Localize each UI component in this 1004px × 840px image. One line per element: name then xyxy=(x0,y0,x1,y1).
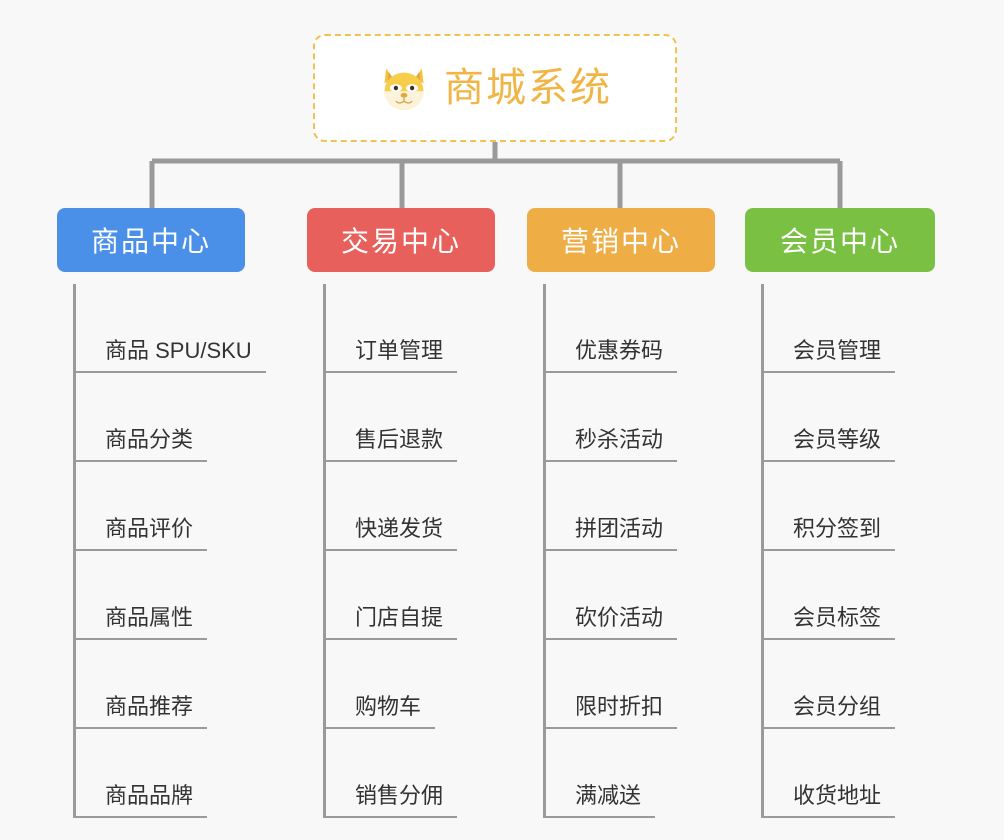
leaf-label: 商品分类 xyxy=(73,429,208,462)
leaf-label: 秒杀活动 xyxy=(543,429,678,462)
leaf-label: 收货地址 xyxy=(761,785,896,818)
branch-商品中心: 商品中心 商品 SPU/SKU 商品分类 商品评价 商品属性 商品推荐 商品品牌 xyxy=(57,208,266,818)
leaf-label: 订单管理 xyxy=(323,340,458,373)
leaf-label: 砍价活动 xyxy=(543,607,678,640)
list-item[interactable]: 商品评价 xyxy=(73,462,245,551)
branch-header-label-2: 营销中心 xyxy=(560,226,681,257)
leaf-label: 会员分组 xyxy=(761,696,896,729)
leaf-spine-3 xyxy=(761,284,764,818)
branch-header-label-1: 交易中心 xyxy=(340,226,461,257)
leaf-label: 快递发货 xyxy=(323,518,458,551)
leaf-spine-2 xyxy=(543,284,546,818)
leaf-spine-0 xyxy=(73,284,76,818)
branch-leaf-list-1: 订单管理 售后退款 快递发货 门店自提 购物车 销售分佣 xyxy=(307,284,495,818)
list-item[interactable]: 门店自提 xyxy=(323,551,495,640)
list-item[interactable]: 商品属性 xyxy=(73,551,245,640)
leaf-label: 销售分佣 xyxy=(323,785,458,818)
list-item[interactable]: 满减送 xyxy=(543,729,715,818)
leaf-label: 商品评价 xyxy=(73,518,208,551)
list-item[interactable]: 会员等级 xyxy=(761,373,935,462)
leaf-label: 拼团活动 xyxy=(543,518,678,551)
branch-header-1[interactable]: 交易中心 xyxy=(307,208,495,272)
list-item[interactable]: 限时折扣 xyxy=(543,640,715,729)
list-item[interactable]: 销售分佣 xyxy=(323,729,495,818)
branch-会员中心: 会员中心 会员管理 会员等级 积分签到 会员标签 会员分组 收货地址 xyxy=(745,208,935,818)
leaf-label: 门店自提 xyxy=(323,607,458,640)
leaf-label: 优惠券码 xyxy=(543,340,678,373)
leaf-label: 会员标签 xyxy=(761,607,896,640)
branch-header-label-0: 商品中心 xyxy=(90,226,211,257)
leaf-label: 满减送 xyxy=(543,785,656,818)
branch-header-label-3: 会员中心 xyxy=(779,226,900,257)
list-item[interactable]: 拼团活动 xyxy=(543,462,715,551)
list-item[interactable]: 会员标签 xyxy=(761,551,935,640)
list-item[interactable]: 商品 SPU/SKU xyxy=(73,284,266,373)
list-item[interactable]: 商品推荐 xyxy=(73,640,245,729)
branch-leaf-list-3: 会员管理 会员等级 积分签到 会员标签 会员分组 收货地址 xyxy=(745,284,935,818)
leaf-spine-1 xyxy=(323,284,326,818)
leaf-label: 商品属性 xyxy=(73,607,208,640)
list-item[interactable]: 商品分类 xyxy=(73,373,245,462)
list-item[interactable]: 购物车 xyxy=(323,640,495,729)
leaf-label: 售后退款 xyxy=(323,429,458,462)
leaf-label: 商品推荐 xyxy=(73,696,208,729)
list-item[interactable]: 积分签到 xyxy=(761,462,935,551)
leaf-label: 商品品牌 xyxy=(73,785,208,818)
list-item[interactable]: 秒杀活动 xyxy=(543,373,715,462)
list-item[interactable]: 会员管理 xyxy=(761,284,935,373)
list-item[interactable]: 订单管理 xyxy=(323,284,495,373)
leaf-label: 购物车 xyxy=(323,696,436,729)
list-item[interactable]: 收货地址 xyxy=(761,729,935,818)
branch-营销中心: 营销中心 优惠券码 秒杀活动 拼团活动 砍价活动 限时折扣 满减送 xyxy=(527,208,715,818)
root-title: 商城系统 xyxy=(444,66,612,110)
leaf-label: 会员等级 xyxy=(761,429,896,462)
branch-leaf-list-2: 优惠券码 秒杀活动 拼团活动 砍价活动 限时折扣 满减送 xyxy=(527,284,715,818)
branch-header-0[interactable]: 商品中心 xyxy=(57,208,245,272)
list-item[interactable]: 会员分组 xyxy=(761,640,935,729)
branch-header-3[interactable]: 会员中心 xyxy=(745,208,935,272)
list-item[interactable]: 砍价活动 xyxy=(543,551,715,640)
leaf-label: 限时折扣 xyxy=(543,696,678,729)
branch-leaf-list-0: 商品 SPU/SKU 商品分类 商品评价 商品属性 商品推荐 商品品牌 xyxy=(57,284,266,818)
shiba-dog-face-icon xyxy=(384,68,424,110)
list-item[interactable]: 优惠券码 xyxy=(543,284,715,373)
leaf-label: 商品 SPU/SKU xyxy=(73,340,266,373)
branch-交易中心: 交易中心 订单管理 售后退款 快递发货 门店自提 购物车 销售分佣 xyxy=(307,208,495,818)
root-node[interactable]: 商城系统 xyxy=(313,34,677,142)
branch-header-2[interactable]: 营销中心 xyxy=(527,208,715,272)
list-item[interactable]: 快递发货 xyxy=(323,462,495,551)
list-item[interactable]: 售后退款 xyxy=(323,373,495,462)
leaf-label: 积分签到 xyxy=(761,518,896,551)
leaf-label: 会员管理 xyxy=(761,340,896,373)
list-item[interactable]: 商品品牌 xyxy=(73,729,245,818)
